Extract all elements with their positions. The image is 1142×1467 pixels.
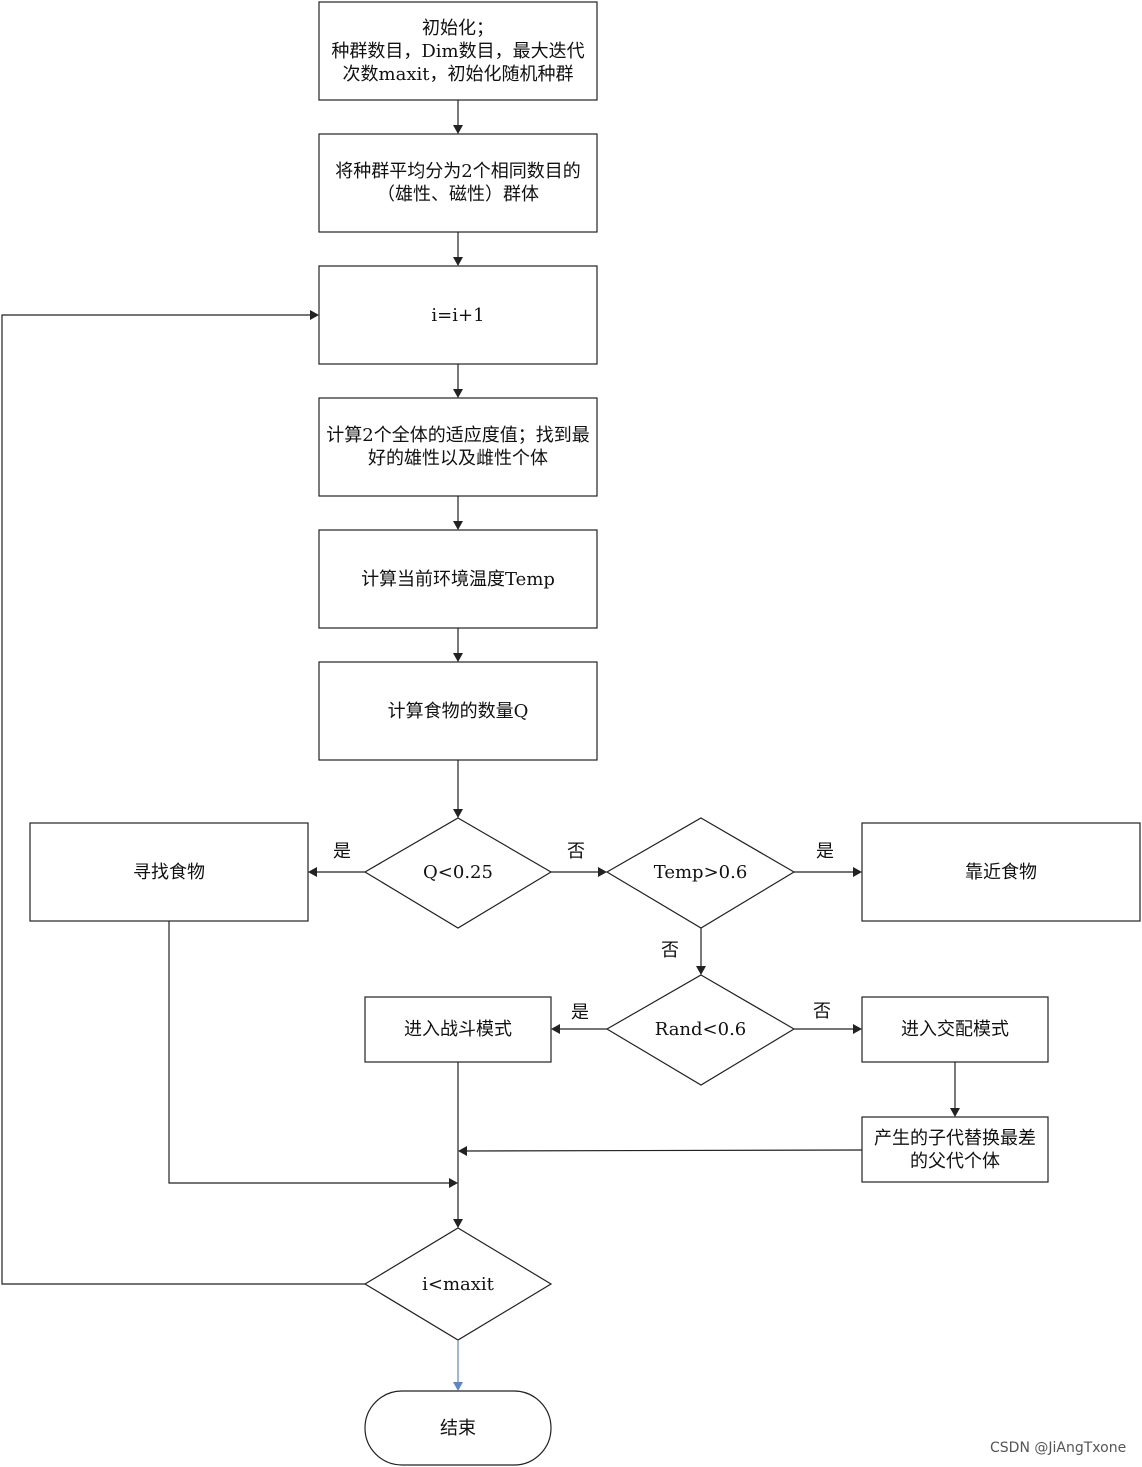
cond-q-diamond	[363, 817, 553, 929]
edge-condrand-mating	[794, 1024, 862, 1034]
split-box	[318, 133, 598, 233]
mating-mode-box	[861, 996, 1049, 1063]
temperature-text: 计算当前环境温度Temp	[361, 568, 555, 590]
watermark: CSDN @JiAngTxone	[990, 1440, 1127, 1456]
edge-condq-condtemp	[551, 867, 607, 877]
mating-mode-text: 进入交配模式	[901, 1019, 1009, 1040]
split-text: 将种群平均分为2个相同数目的 （雄性、磁性）群体	[335, 161, 581, 205]
increment-text: i=i+1	[431, 304, 485, 326]
fitness-box	[318, 397, 598, 497]
edge-fight-condmaxit	[453, 1062, 463, 1228]
edge-increment-fitness	[453, 364, 463, 398]
edge-init-split	[453, 100, 463, 134]
init-box	[318, 1, 598, 101]
edge-condmaxit-loop-increment	[1, 310, 365, 1285]
label-q-no: 否	[567, 841, 585, 862]
approach-food-text: 靠近食物	[965, 861, 1037, 883]
edge-condtemp-condrand	[696, 928, 706, 975]
edge-condtemp-approachfood	[794, 867, 862, 877]
fitness-text: 计算2个全体的适应度值；找到最 好的雄性以及雌性个体	[326, 425, 590, 469]
food-box	[318, 661, 598, 761]
label-temp-yes: 是	[816, 841, 834, 862]
end-text: 结束	[440, 1417, 476, 1439]
edge-offspring-merge	[458, 1146, 863, 1156]
offspring-box	[861, 1116, 1049, 1183]
approach-food-box	[861, 822, 1141, 922]
cond-rand-diamond	[605, 974, 796, 1086]
cond-q-text: Q<0.25	[423, 861, 493, 883]
edge-searchfood-merge	[168, 921, 458, 1188]
search-food-text: 寻找食物	[133, 861, 205, 883]
search-food-box	[29, 822, 309, 922]
cond-temp-text: Temp>0.6	[653, 861, 748, 883]
offspring-text: 产生的子代替换最差 的父代个体	[874, 1127, 1036, 1172]
edge-condmaxit-end	[453, 1340, 463, 1391]
edge-condrand-fight	[551, 1024, 607, 1034]
edge-temperature-food	[453, 628, 463, 662]
edge-food-condq	[453, 760, 463, 818]
fight-mode-text: 进入战斗模式	[404, 1019, 512, 1040]
label-q-yes: 是	[333, 841, 351, 862]
cond-maxit-text: i<maxit	[422, 1273, 494, 1295]
edge-condq-searchfood	[308, 867, 365, 877]
cond-rand-text: Rand<0.6	[654, 1018, 747, 1040]
init-text: 初始化； 种群数目，Dim数目，最大迭代 次数maxit，初始化随机种群	[331, 17, 585, 85]
food-text: 计算食物的数量Q	[387, 700, 529, 722]
label-rand-yes: 是	[571, 1002, 589, 1023]
edge-mating-offspring	[950, 1062, 960, 1117]
edge-fitness-temperature	[453, 496, 463, 530]
label-temp-no: 否	[661, 940, 679, 961]
label-rand-no: 否	[813, 1001, 831, 1022]
temperature-box	[318, 529, 598, 629]
edge-split-increment	[453, 232, 463, 266]
